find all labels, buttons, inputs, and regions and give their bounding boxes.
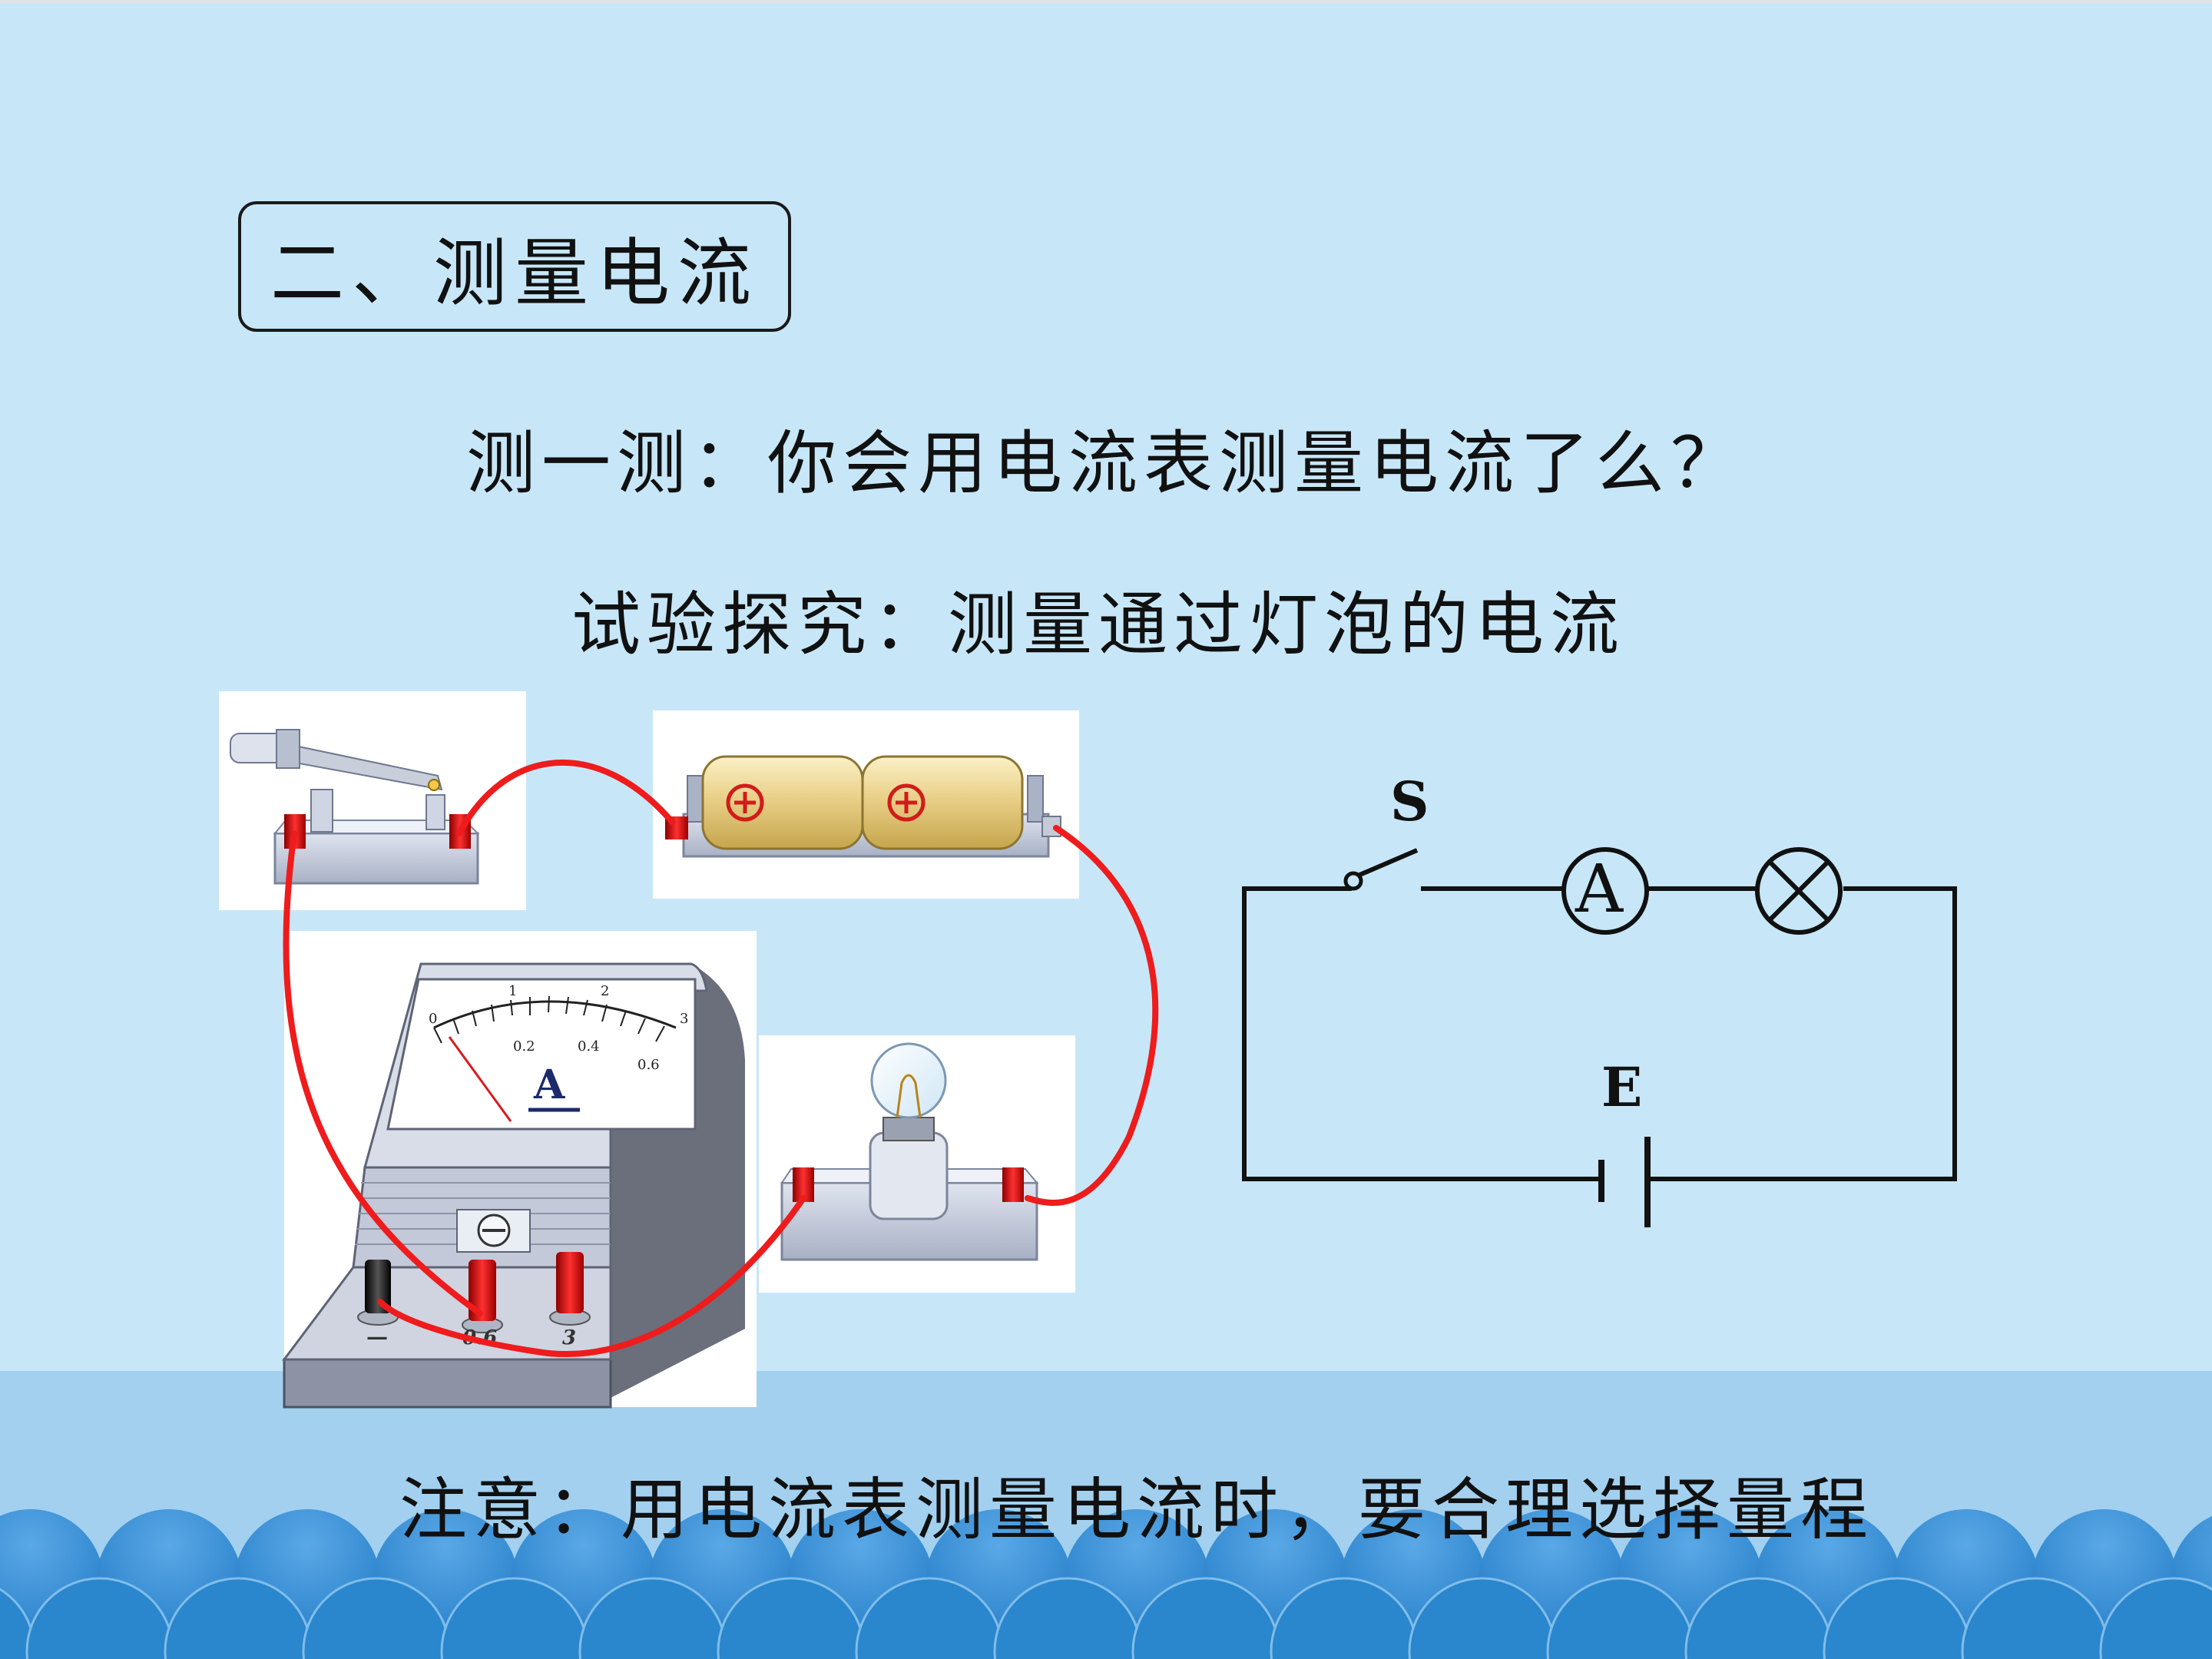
terminal-label-3: 3 [562,1326,576,1349]
section-title: 二、测量电流 [270,230,759,316]
ammeter-scale-2: 2 [601,983,609,999]
ammeter-needle [448,1036,512,1122]
ammeter-scale-0.2: 0.2 [513,1038,535,1055]
note-line: 注意：用电流表测量电流时，要合理选择量程 [399,1470,1875,1549]
lamp-symbol [1755,847,1843,935]
connecting-wires [283,760,1159,1358]
switch-label: S [1390,770,1429,833]
ammeter-picture: 0 1 2 3 0.2 0.4 0.6 A — 0.6 [282,931,757,1409]
ammeter-scale-0.4: 0.4 [578,1038,600,1055]
circuit-diagram [1242,847,1957,1227]
battery-holder-picture [653,710,1079,899]
bulb-holder-picture [759,1035,1075,1293]
knife-switch-picture [219,691,526,910]
ammeter-scale-3: 3 [680,1011,688,1027]
top-border [0,0,2212,3]
battery-label: E [1601,1055,1642,1119]
ammeter-scale-1: 1 [508,983,517,999]
ammeter-scale-0.6: 0.6 [637,1057,660,1073]
ammeter-symbol-label: A [1575,851,1624,928]
section-title-box: 二、测量电流 [238,201,791,332]
terminal-label-negative: — [366,1324,388,1349]
experiment-line: 试验探究：测量通过灯泡的电流 [571,584,1625,665]
wave-decoration [0,1371,2212,1659]
ammeter-unit-label: A [533,1061,565,1108]
switch-blade [1356,848,1419,878]
ammeter-symbol [1561,847,1649,935]
prompt-line: 测一测：你会用电流表测量电流了么？ [466,423,1746,504]
ammeter-scale-0: 0 [429,1011,437,1027]
